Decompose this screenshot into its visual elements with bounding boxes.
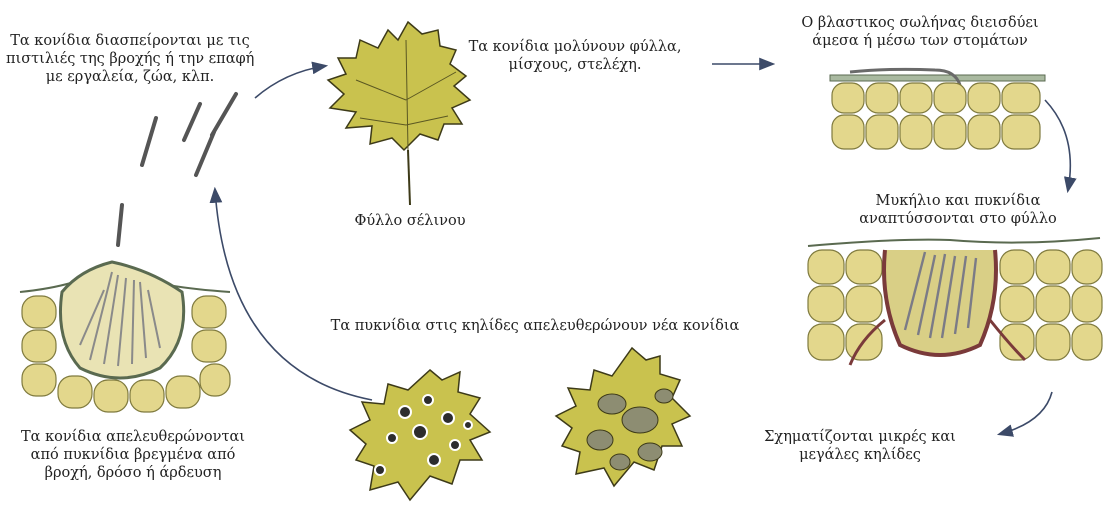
arrow-mycelium-to-lesions — [1000, 392, 1052, 434]
arrow-tissue-to-mycelium — [1045, 100, 1070, 190]
celery-leaf-illustration — [328, 22, 470, 205]
arrow-spread-to-leaf — [255, 66, 325, 98]
germ-tube-tissue — [830, 69, 1045, 149]
arrow-lesions-to-pycnidium — [215, 190, 372, 400]
pycnidium-illustration — [20, 94, 236, 412]
mycelium-tissue — [808, 238, 1102, 365]
lesioned-leaves — [350, 348, 690, 500]
